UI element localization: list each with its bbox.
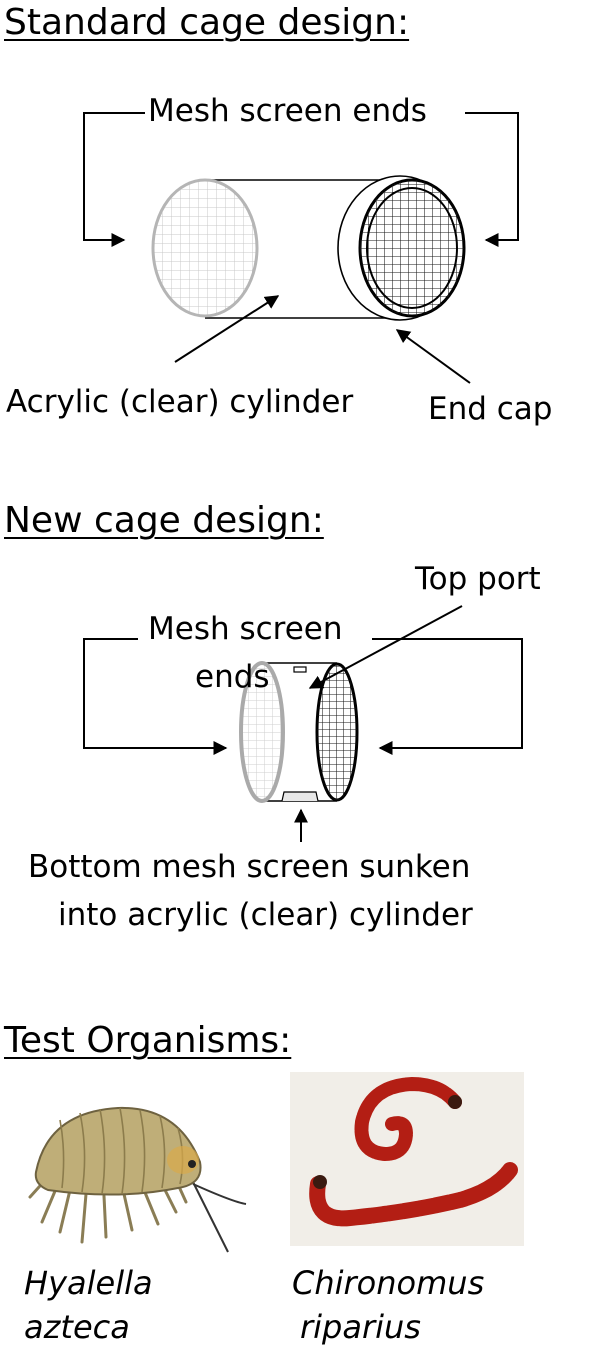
mesh-screen-ends-label: Mesh screen ends bbox=[148, 93, 427, 129]
mesh-ends-bracket-arrow bbox=[83, 112, 519, 247]
left-mesh-screen bbox=[151, 178, 259, 318]
acrylic-cylinder-label: Acrylic (clear) cylinder bbox=[6, 384, 354, 420]
new-cage-heading: New cage design: bbox=[4, 500, 324, 541]
hyalella-name-line1: Hyalella bbox=[24, 1264, 153, 1302]
new-mesh-ends-bracket-arrow bbox=[83, 638, 523, 755]
cylinder-arrow bbox=[174, 295, 280, 363]
standard-cage-diagram bbox=[83, 112, 519, 384]
bottom-mesh-label-line1: Bottom mesh screen sunken bbox=[28, 849, 471, 885]
new-mesh-screen-label-line2: ends bbox=[195, 659, 270, 695]
chironomus-riparius-image bbox=[290, 1072, 524, 1246]
end-cap bbox=[337, 175, 466, 321]
standard-cage-heading: Standard cage design: bbox=[4, 2, 410, 43]
test-organisms-heading: Test Organisms: bbox=[4, 1020, 292, 1061]
new-cage-diagram bbox=[83, 605, 523, 842]
small-left-mesh-screen bbox=[239, 661, 285, 803]
hyalella-azteca-image bbox=[28, 1106, 247, 1253]
small-right-mesh-screen bbox=[315, 662, 359, 802]
bottom-mesh-screen bbox=[281, 791, 319, 802]
acrylic-cylinder bbox=[205, 179, 392, 319]
end-cap-arrow bbox=[395, 329, 471, 384]
chironomus-name-line1: Chironomus bbox=[292, 1264, 485, 1302]
bottom-mesh-label-line2: into acrylic (clear) cylinder bbox=[58, 897, 473, 933]
top-port bbox=[293, 666, 307, 673]
small-acrylic-cylinder bbox=[262, 662, 337, 802]
top-port-label: Top port bbox=[415, 561, 541, 597]
new-mesh-screen-label-line1: Mesh screen bbox=[148, 611, 343, 647]
hyalella-name-line2: azteca bbox=[24, 1308, 130, 1346]
chironomus-name-line2: riparius bbox=[300, 1308, 421, 1346]
top-port-arrow bbox=[308, 605, 463, 689]
end-cap-label: End cap bbox=[428, 391, 553, 427]
